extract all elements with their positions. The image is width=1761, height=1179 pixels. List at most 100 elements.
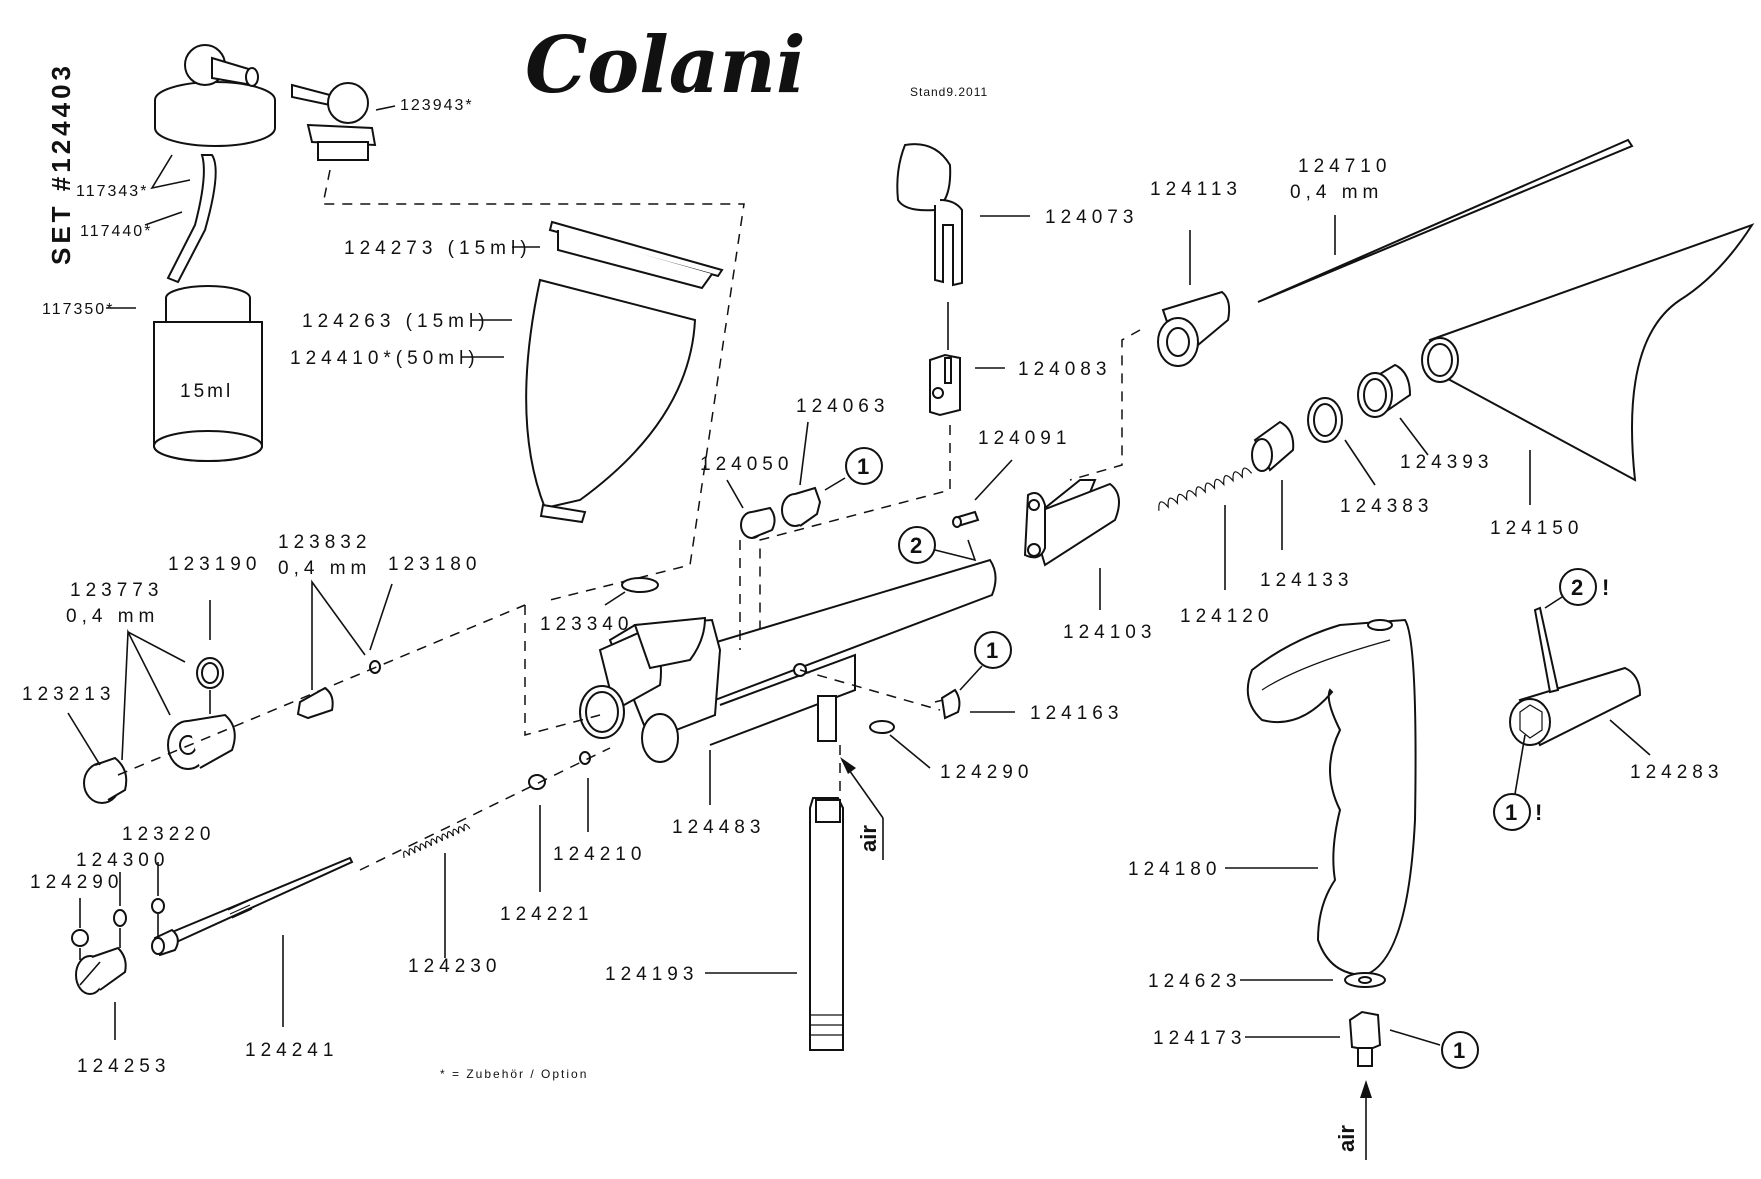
callout-circle-1-tool — [1493, 793, 1531, 831]
brand-logo: Colani — [525, 20, 806, 111]
cup-assembly-guide — [322, 169, 745, 601]
washer-124623 — [1344, 972, 1386, 988]
callout-1-top: 1 — [857, 454, 869, 479]
leader-124283 — [1609, 719, 1651, 756]
label-124623: 124623 — [1148, 971, 1241, 992]
screw-124253 — [75, 946, 127, 995]
handle-shell-124150 — [1421, 223, 1755, 482]
callout-2-tool: 2 — [1571, 575, 1583, 600]
seal-ring-123190 — [196, 657, 224, 689]
spring-guide-124383 — [1307, 397, 1343, 443]
label-124120: 124120 — [1180, 606, 1273, 627]
leader-123943 — [375, 105, 396, 111]
label-124283: 124283 — [1630, 762, 1723, 783]
label-123832-size: 0,4 mm — [278, 558, 371, 579]
label-123773: 123773 — [70, 580, 163, 601]
revision-stamp: Stand9.2011 — [910, 85, 988, 99]
air-head-123773 — [167, 713, 236, 770]
label-123340: 123340 — [540, 614, 633, 635]
trigger-124073 — [896, 143, 963, 287]
label-124393: 124393 — [1400, 452, 1493, 473]
seal-124221 — [528, 774, 546, 790]
callout-circle-2-mid — [898, 526, 936, 564]
leader-124290-mid — [889, 734, 931, 769]
screw-124163 — [934, 688, 961, 720]
valve-body-124063 — [781, 486, 822, 527]
leader-123213 — [67, 712, 101, 766]
seal-123340 — [621, 577, 659, 593]
valve-piston-124050 — [740, 506, 776, 539]
jar-117350 — [153, 285, 263, 462]
label-123943: 123943* — [400, 97, 474, 114]
accessory-footnote: * = Zubehör / Option — [440, 1067, 588, 1081]
callout-circle-1-top — [845, 447, 883, 485]
label-124710-size: 0,4 mm — [1290, 182, 1383, 203]
label-124221: 124221 — [500, 904, 593, 925]
nozzle-axis — [117, 604, 526, 776]
leader-124091 — [974, 459, 1013, 501]
needle-124710 — [1257, 138, 1634, 303]
callout-1-mid: 1 — [986, 638, 998, 663]
label-124300: 124300 — [76, 850, 169, 871]
nozzle-cap-123213 — [83, 756, 128, 804]
guide-bush-124393 — [1357, 363, 1412, 418]
leader-124050 — [726, 479, 744, 509]
nozzle-123832 — [296, 686, 334, 720]
air-label-center: air — [856, 825, 881, 852]
label-124091: 124091 — [978, 428, 1071, 449]
jar-volume-label: 15ml — [180, 381, 233, 402]
seal-124300 — [113, 909, 127, 927]
suction-connector-123943 — [291, 82, 377, 161]
label-123220: 123220 — [122, 824, 215, 845]
label-124050: 124050 — [700, 454, 793, 475]
needle-tube-124241 — [151, 856, 354, 957]
grip-124180 — [1246, 618, 1417, 977]
label-124410: 124410*(50ml) — [290, 348, 480, 369]
label-124163: 124163 — [1030, 703, 1123, 724]
label-124073: 124073 — [1045, 207, 1138, 228]
leader-callout-1-bottom — [1389, 1029, 1441, 1046]
callout-1-bottom: 1 — [1453, 1038, 1465, 1063]
label-124113: 124113 — [1150, 179, 1242, 200]
seal-123220 — [151, 898, 165, 914]
leader-117343 — [150, 154, 191, 190]
leader-124383 — [1344, 439, 1376, 486]
leader-123773-a — [121, 628, 171, 761]
label-124383: 124383 — [1340, 496, 1433, 517]
label-124241: 124241 — [245, 1040, 338, 1061]
leader-callout-1-tool — [1514, 734, 1526, 795]
label-124103: 124103 — [1063, 622, 1156, 643]
washer-124290-left — [71, 929, 89, 947]
label-124483: 124483 — [672, 817, 765, 838]
label-124210: 124210 — [553, 844, 646, 865]
air-tube-124193 — [809, 797, 844, 1051]
air-valve-124173 — [1348, 1010, 1382, 1067]
label-117440: 117440* — [80, 223, 152, 240]
needle-nut-guide — [1069, 329, 1141, 481]
nozzle-body-guide — [524, 605, 601, 736]
leader-123773-b — [127, 631, 186, 663]
label-124173: 124173 — [1153, 1028, 1246, 1049]
callout-2-mid: 2 — [910, 533, 922, 558]
callout-1-tool-mark: ! — [1535, 800, 1542, 825]
label-124150: 124150 — [1490, 518, 1583, 539]
trigger-guide — [759, 425, 951, 640]
set-number: SET #124403 — [46, 62, 76, 265]
air-arrow-head-bottom — [1360, 1080, 1372, 1098]
callout-circle-1-bottom — [1441, 1031, 1479, 1069]
screw-guide — [799, 669, 941, 711]
label-123773-size: 0,4 mm — [66, 606, 159, 627]
label-124180: 124180 — [1128, 859, 1221, 880]
label-124230: 124230 — [408, 956, 501, 977]
label-117350: 117350* — [42, 301, 114, 318]
label-124290-mid: 124290 — [940, 762, 1033, 783]
air-arrow-head-center — [840, 757, 856, 774]
pin-124091 — [952, 510, 980, 528]
spring-holder-124133 — [1251, 420, 1295, 472]
label-124133: 124133 — [1260, 570, 1353, 591]
leader-callout-1-mid — [959, 665, 983, 691]
leader-123180 — [369, 583, 393, 651]
color-cup-124263 — [525, 278, 697, 524]
leader-123340 — [604, 591, 626, 606]
